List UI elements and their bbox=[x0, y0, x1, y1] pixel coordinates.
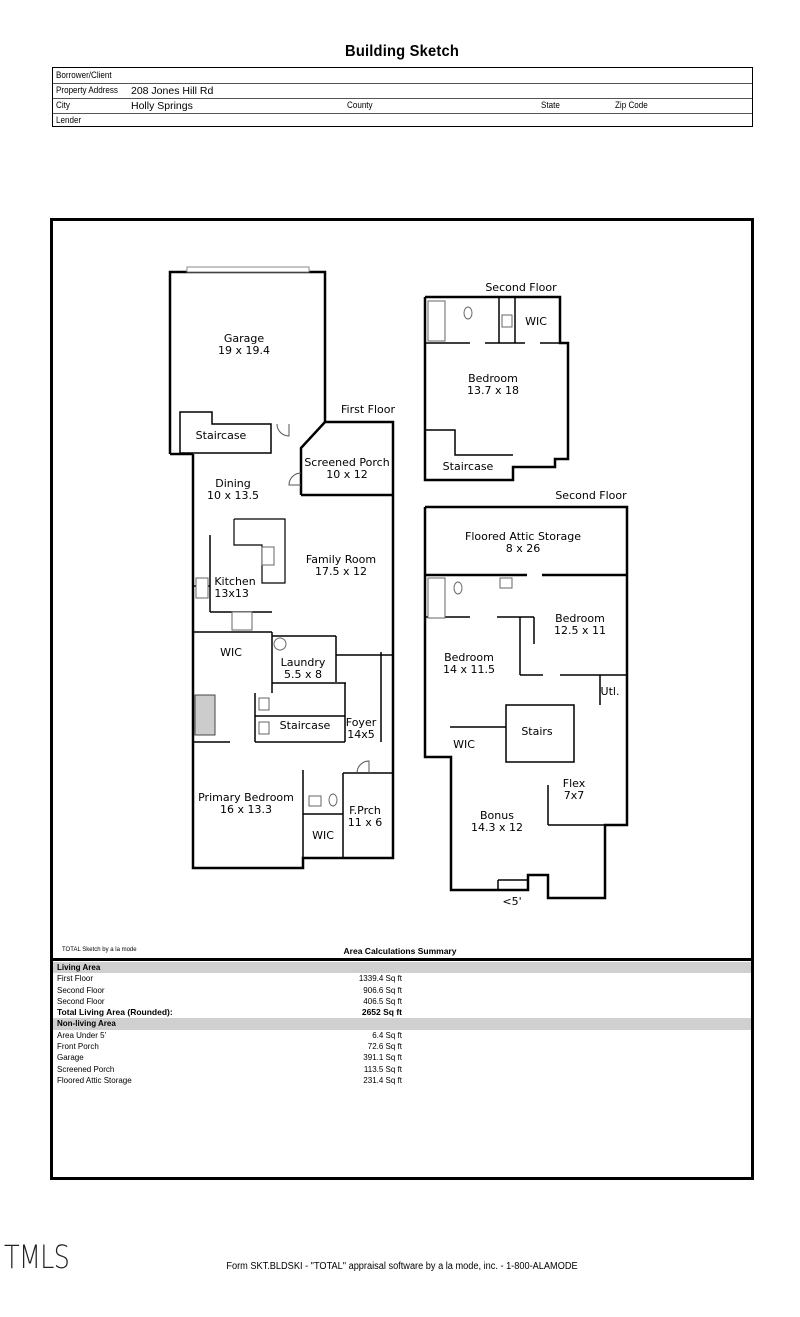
room-wic-1: WIC bbox=[220, 646, 242, 659]
city-row: City Holly Springs County State Zip Code bbox=[53, 98, 752, 114]
summary-divider bbox=[53, 958, 751, 961]
room-wic-2: WIC bbox=[312, 829, 334, 842]
county-label: County bbox=[347, 100, 373, 111]
room-utility: Utl. bbox=[600, 685, 620, 698]
label-second-floor-a: Second Floor bbox=[485, 281, 557, 294]
room-staircase-3: Staircase bbox=[442, 460, 494, 473]
state-label: State bbox=[541, 100, 560, 111]
sketch-frame bbox=[50, 218, 754, 1180]
summary-title: Area Calculations Summary bbox=[343, 946, 457, 956]
lender-label: Lender bbox=[56, 115, 82, 126]
table-row: Area Under 5'6.4 Sq ft bbox=[57, 1030, 402, 1040]
tmls-watermark-logo: TMLS bbox=[4, 1238, 70, 1276]
room-staircase-1: Staircase bbox=[195, 429, 247, 442]
borrower-row: Borrower/Client bbox=[53, 68, 752, 84]
sketch-credit: TOTAL Sketch by a la mode bbox=[62, 947, 137, 953]
address-value: 208 Jones Hill Rd bbox=[131, 85, 214, 97]
address-row: Property Address 208 Jones Hill Rd bbox=[53, 83, 752, 99]
property-header-table: Borrower/Client Property Address 208 Jon… bbox=[52, 67, 753, 127]
lender-row: Lender bbox=[53, 113, 752, 128]
borrower-label: Borrower/Client bbox=[56, 70, 112, 81]
page-title: Building Sketch bbox=[345, 43, 459, 60]
city-value: Holly Springs bbox=[131, 100, 193, 112]
address-label: Property Address bbox=[56, 85, 118, 96]
non-living-area-header: Non-living Area bbox=[53, 1018, 751, 1030]
living-area-header: Living Area bbox=[53, 962, 751, 974]
form-footer: Form SKT.BLDSKI - "TOTAL" appraisal soft… bbox=[226, 1261, 578, 1272]
room-stairs: Stairs bbox=[521, 725, 553, 738]
city-label: City bbox=[56, 100, 70, 111]
total-living-row: Total Living Area (Rounded):2652 Sq ft bbox=[57, 1007, 402, 1018]
room-wic-4: WIC bbox=[453, 738, 475, 751]
room-wic-3: WIC bbox=[525, 315, 547, 328]
room-staircase-2: Staircase bbox=[279, 719, 331, 732]
label-first-floor: First Floor bbox=[340, 403, 396, 416]
zip-label: Zip Code bbox=[615, 100, 648, 111]
room-area-under-5: <5' bbox=[502, 895, 522, 908]
label-second-floor-b: Second Floor bbox=[555, 489, 627, 502]
